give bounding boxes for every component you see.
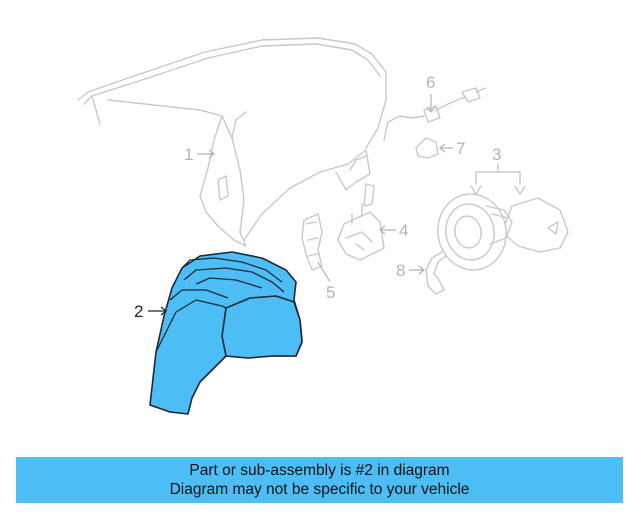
callout-6-label: 6	[426, 73, 435, 92]
callout-5-leader	[317, 261, 331, 283]
bracket-part	[301, 213, 323, 271]
callout-6-leader	[426, 94, 436, 113]
callout-3-label: 3	[492, 145, 501, 164]
quarter-panel-part	[77, 37, 387, 247]
actuator-part	[337, 183, 385, 261]
callout-1-label: 1	[184, 145, 193, 164]
callout-7-leader	[439, 143, 453, 153]
callout-2-leader	[148, 306, 168, 316]
callout-4-label: 4	[399, 221, 408, 240]
release-cable-part	[383, 87, 487, 141]
info-banner: Part or sub-assembly is #2 in diagram Di…	[16, 457, 623, 503]
bumper-part	[415, 137, 439, 159]
wheel-liner-inner-panel	[221, 295, 303, 359]
wheel-liner-part	[149, 251, 303, 415]
fuel-door-part	[437, 163, 569, 271]
banner-line-disclaimer: Diagram may not be specific to your vehi…	[169, 481, 470, 498]
callout-8-leader	[409, 265, 425, 275]
callout-8-label: 8	[396, 261, 405, 280]
callout-7-label: 7	[456, 139, 465, 158]
callout-1-leader	[197, 149, 215, 159]
callout-2-label: 2	[134, 302, 143, 321]
drain-hose-part	[425, 251, 447, 295]
callout-5-label: 5	[326, 283, 335, 302]
callout-4-leader	[379, 225, 396, 235]
banner-line-part-number: Part or sub-assembly is #2 in diagram	[189, 462, 450, 479]
